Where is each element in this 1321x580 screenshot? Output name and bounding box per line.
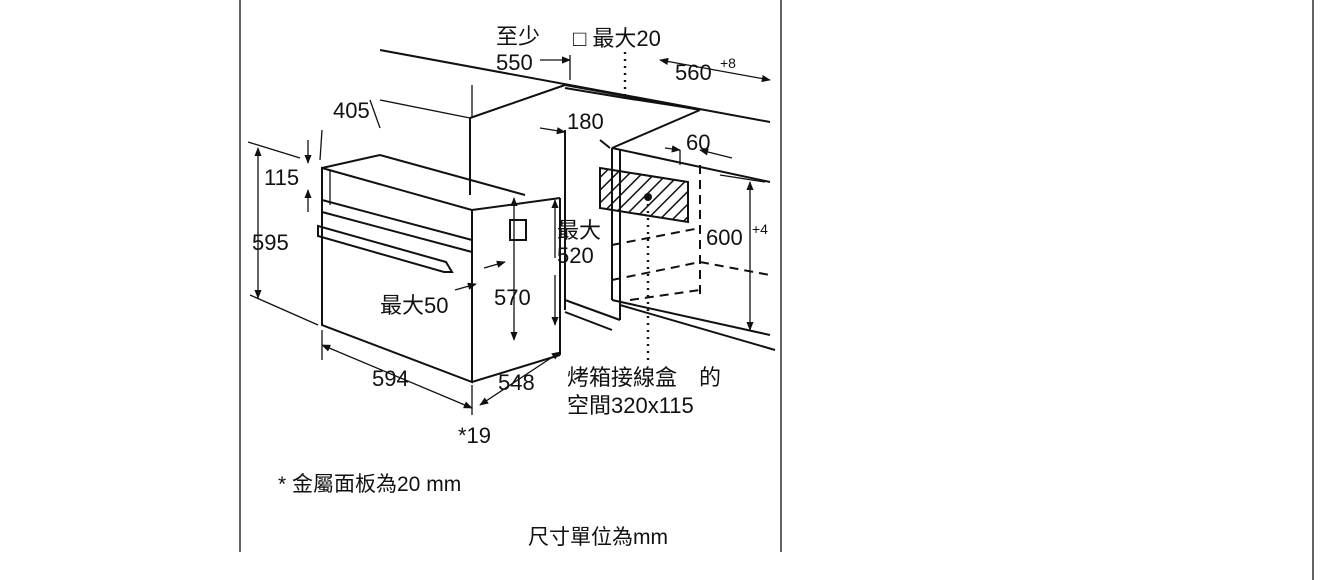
dim-max-50: 最大50 (380, 293, 448, 318)
dim-niche-height-tol: +4 (752, 221, 768, 237)
dim-548: 548 (498, 370, 535, 395)
junction-label-line1: 烤箱接線盒 的 (567, 365, 721, 390)
dim-60: 60 (686, 130, 710, 155)
units-note: 尺寸單位為mm (528, 526, 668, 549)
max-label: 最大 (557, 218, 601, 243)
niche-interior-dashed (611, 165, 771, 301)
dim-niche-width: 560 (675, 60, 712, 85)
dim-niche-height: 600 (706, 225, 743, 250)
min-label: 至少 (496, 24, 540, 49)
dim-570: 570 (494, 285, 531, 310)
socket-label: □ 最大20 (573, 26, 661, 51)
dim-115: 115 (264, 165, 299, 190)
oven-bracket (509, 219, 527, 241)
dim-405: 405 (333, 98, 370, 123)
dim-594: 594 (372, 366, 409, 391)
junction-box-area (599, 166, 689, 224)
dim-niche-width-tol: +8 (720, 55, 736, 71)
dim-min-depth: 550 (496, 50, 533, 75)
dim-max-520: 520 (557, 243, 594, 268)
dim-595: 595 (252, 230, 289, 255)
panel-note: * 金屬面板為20 mm (278, 473, 461, 496)
dim-panel-19: *19 (458, 423, 491, 448)
countertop (379, 49, 771, 123)
dimension-lines (247, 55, 771, 415)
oven-handle (317, 224, 454, 273)
dimension-labels: 至少 550 □ 最大20 560 +8 405 180 60 115 595 … (252, 24, 768, 448)
oven-body (317, 154, 561, 384)
dim-180: 180 (567, 109, 604, 134)
junction-label-line2: 空間320x115 (567, 393, 694, 418)
